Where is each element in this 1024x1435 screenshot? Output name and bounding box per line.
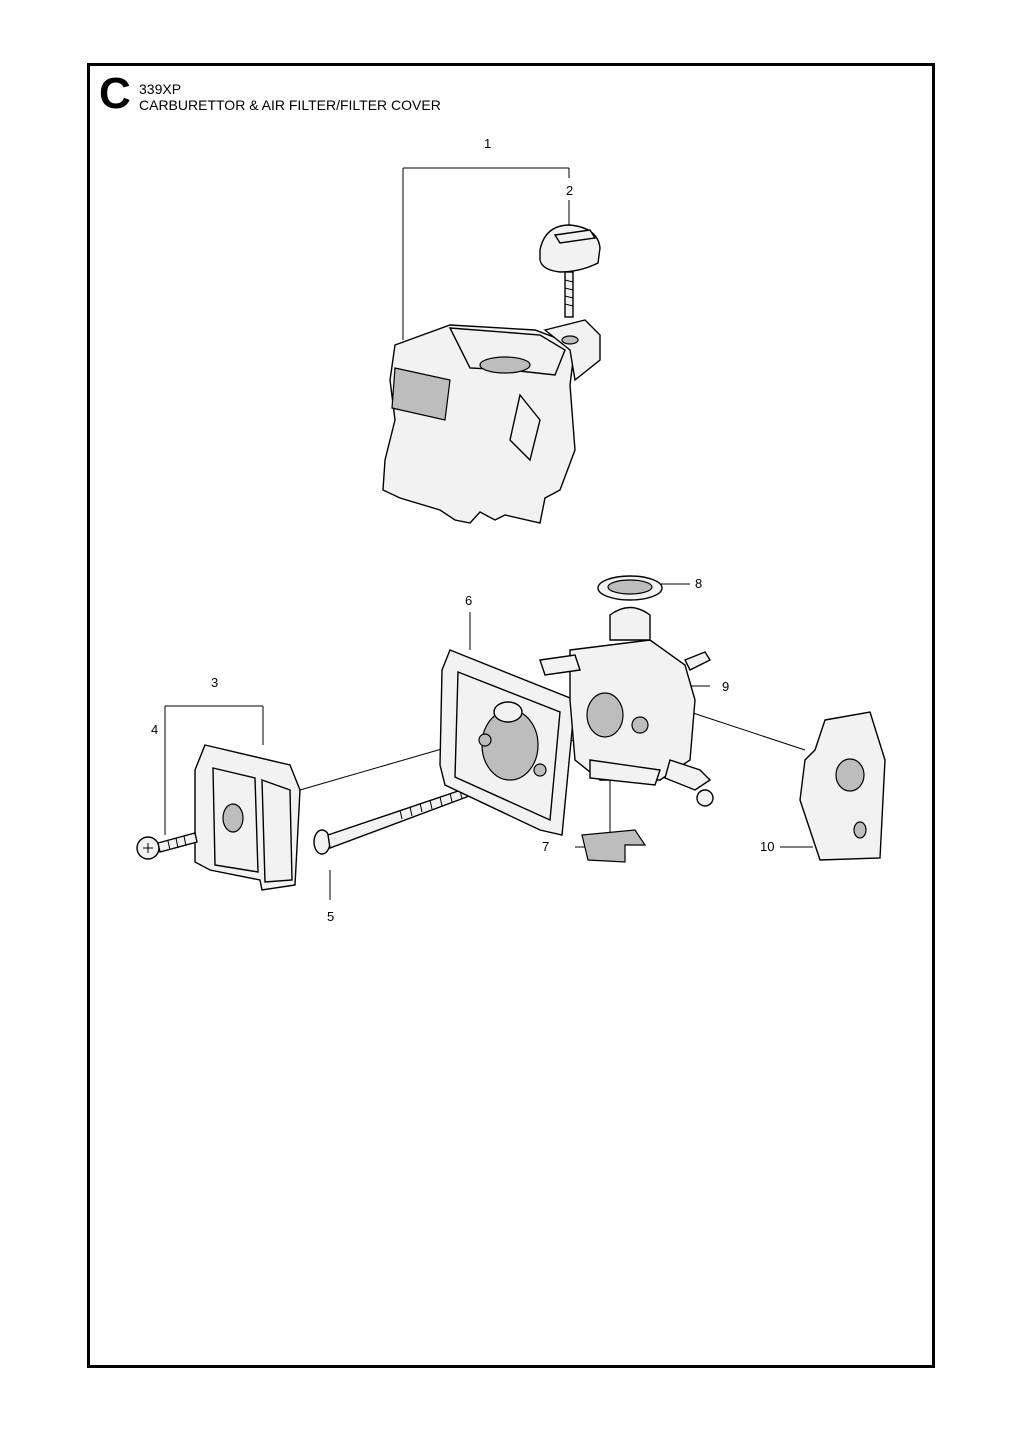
callout-7: 7 [542,839,550,854]
long-bolt [313,786,473,855]
gasket-ring [597,575,663,601]
callout-6: 6 [465,593,473,608]
callout-8: 8 [695,576,703,591]
cover-knob [539,224,601,318]
callout-9: 9 [722,679,730,694]
section-letter: C [99,69,131,118]
insulator-plate [799,711,886,861]
callout-5: 5 [327,909,335,924]
callout-4: 4 [151,722,159,737]
intake-gasket [439,649,576,836]
callout-3: 3 [211,675,219,690]
callout-1: 1 [484,136,492,151]
spacer-block [581,829,647,863]
callout-10: 10 [760,839,775,854]
diagram-title: CARBURETTOR & AIR FILTER/FILTER COVER [139,97,441,113]
filter-screw [136,832,198,860]
filter-cover [382,319,601,524]
page-frame [87,63,935,1368]
model-number: 339XP [139,81,182,97]
carburettor [539,606,714,807]
air-filter [194,744,301,891]
callout-2: 2 [566,183,574,198]
